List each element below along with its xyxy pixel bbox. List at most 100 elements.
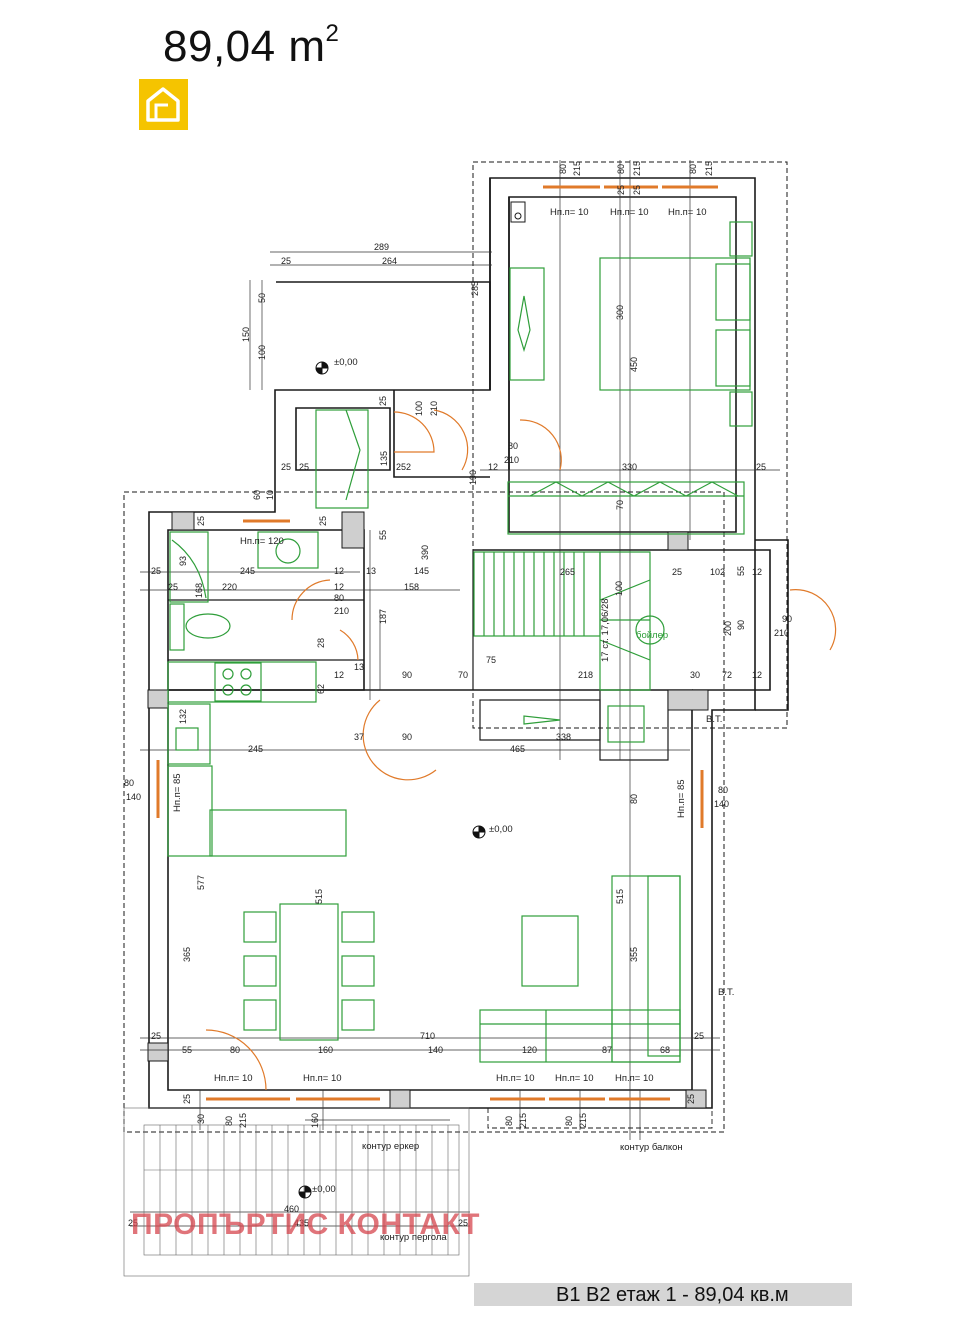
sill-height-bot-3: Нп.п= 10	[496, 1073, 535, 1084]
dim-label: 365	[182, 947, 192, 962]
dim-label: 25	[756, 462, 766, 472]
dim-label: 90	[402, 670, 412, 680]
dim-label: 460	[284, 1204, 299, 1214]
dim-label: 80	[558, 164, 568, 174]
dim-label: 28	[316, 638, 326, 648]
dim-label: 120	[522, 1045, 537, 1055]
dim-label: 25	[686, 1094, 696, 1104]
dim-label: 264	[382, 256, 397, 266]
balkon-outline-label: контур балкон	[620, 1142, 683, 1153]
dim-label: 80	[124, 778, 134, 788]
caption-bar	[474, 1283, 852, 1306]
dim-label: 80	[504, 1116, 514, 1126]
dim-label: 160	[318, 1045, 333, 1055]
dim-label: 90	[736, 620, 746, 630]
dim-label: 93	[178, 556, 188, 566]
dim-label: 160	[310, 1113, 320, 1128]
sill-height-right: Нп.п= 85	[676, 779, 687, 818]
dim-label: 100	[414, 401, 424, 416]
dim-label: 80	[224, 1116, 234, 1126]
dim-label: 30	[690, 670, 700, 680]
dim-label: 55	[736, 566, 746, 576]
sill-height-top-3: Нп.п= 10	[668, 207, 707, 218]
dim-label: 252	[396, 462, 411, 472]
dim-label: 37	[354, 732, 364, 742]
erker-outline-label: контур еркер	[362, 1141, 419, 1152]
sill-height-left: Нп.п= 85	[172, 773, 183, 812]
dim-label: 215	[632, 161, 642, 176]
dim-label: 25	[458, 1218, 468, 1228]
dim-label: 25	[168, 582, 178, 592]
dim-label: 25	[182, 1094, 192, 1104]
stair-label: 17 ст. 17,06/28	[600, 598, 611, 662]
dim-label: 465	[510, 744, 525, 754]
dim-label: 215	[518, 1113, 528, 1128]
pergola-outline-label: контур пергола	[380, 1232, 447, 1243]
dim-label: 435	[294, 1218, 309, 1228]
sill-height-bot-4: Нп.п= 10	[555, 1073, 594, 1084]
watermark-text: ПРОПЪРТИС КОНТАКТ	[131, 1208, 480, 1241]
dim-label: 158	[404, 582, 419, 592]
dim-label: 12	[334, 566, 344, 576]
dim-label: 25	[616, 185, 626, 195]
dim-label: 218	[578, 670, 593, 680]
dim-label: 215	[572, 161, 582, 176]
plan-caption: B1 B2 етаж 1 - 89,04 кв.м	[556, 1284, 789, 1306]
area-exponent: 2	[325, 20, 340, 48]
dim-label: 25	[196, 516, 206, 526]
dim-label: 25	[378, 396, 388, 406]
dim-label: 132	[178, 709, 188, 724]
sill-height-bath: Нп.п= 120	[240, 536, 284, 547]
dim-label: 187	[378, 609, 388, 624]
area-value: 89,04 m	[163, 22, 326, 71]
dim-label: 80	[230, 1045, 240, 1055]
dim-label: 390	[420, 545, 430, 560]
sill-height-top-2: Нп.п= 10	[610, 207, 649, 218]
dim-label: 12	[334, 670, 344, 680]
dim-label: 25	[128, 1218, 138, 1228]
dim-label: 265	[560, 567, 575, 577]
dim-label: 30	[196, 1114, 206, 1124]
dim-label: 710	[420, 1031, 435, 1041]
dim-label: 72	[722, 670, 732, 680]
dim-label: 285	[470, 281, 480, 296]
area-title: 89,04 m2	[163, 20, 340, 72]
dim-label: 50	[257, 293, 267, 303]
dim-label: 80	[564, 1116, 574, 1126]
dim-label: 220	[222, 582, 237, 592]
dim-label: 200	[723, 621, 733, 636]
dim-label: 289	[374, 242, 389, 252]
dim-label: 25	[672, 567, 682, 577]
dim-label: 68	[660, 1045, 670, 1055]
dim-label: 140	[714, 799, 729, 809]
dim-label: 12	[488, 462, 498, 472]
dim-label: 140	[428, 1045, 443, 1055]
dim-label: 215	[704, 161, 714, 176]
dim-label: 245	[240, 566, 255, 576]
dim-label: 210	[774, 628, 789, 638]
dim-label: 25	[632, 185, 642, 195]
dim-label: 10	[265, 490, 275, 500]
dim-label: 70	[458, 670, 468, 680]
bt-label-2: В.Т.	[718, 987, 734, 998]
dim-label: 25	[318, 516, 328, 526]
dim-label: 55	[182, 1045, 192, 1055]
dim-label: 210	[334, 606, 349, 616]
dim-label: 100	[257, 345, 267, 360]
dim-label: 25	[281, 462, 291, 472]
dim-label: 145	[414, 566, 429, 576]
dim-label: 135	[379, 451, 389, 466]
level-mark-main: ±0,00	[489, 824, 513, 835]
dim-label: 330	[622, 462, 637, 472]
dim-label: 102	[710, 567, 725, 577]
dim-label: 25	[151, 1031, 161, 1041]
bt-label-1: В.Т.	[706, 714, 722, 725]
dim-label: 215	[238, 1113, 248, 1128]
dim-label: 13	[354, 662, 364, 672]
level-mark-terrace: ±0,00	[312, 1184, 336, 1195]
dim-label: 300	[615, 305, 625, 320]
dim-label: 450	[629, 357, 639, 372]
dim-label: 245	[248, 744, 263, 754]
dim-label: 140	[126, 792, 141, 802]
dim-label: 215	[578, 1113, 588, 1128]
